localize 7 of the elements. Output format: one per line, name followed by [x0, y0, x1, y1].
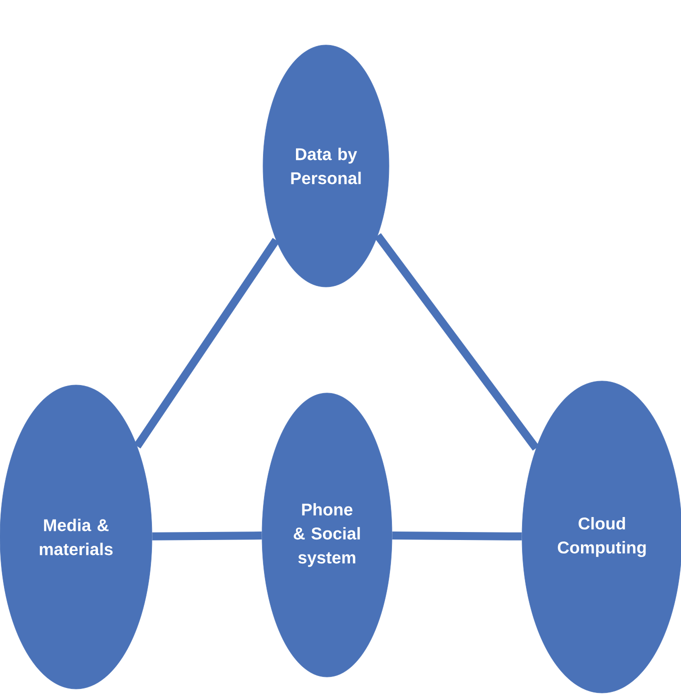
connector-line — [392, 531, 522, 540]
ellipse-node: Phone & Social system — [262, 392, 392, 678]
ellipse-node: Data by Personal — [262, 44, 390, 288]
connector-line — [152, 532, 262, 540]
ellipse-node: Cloud Computing — [522, 380, 681, 694]
connector-line — [134, 238, 280, 448]
connector-line — [374, 233, 540, 451]
